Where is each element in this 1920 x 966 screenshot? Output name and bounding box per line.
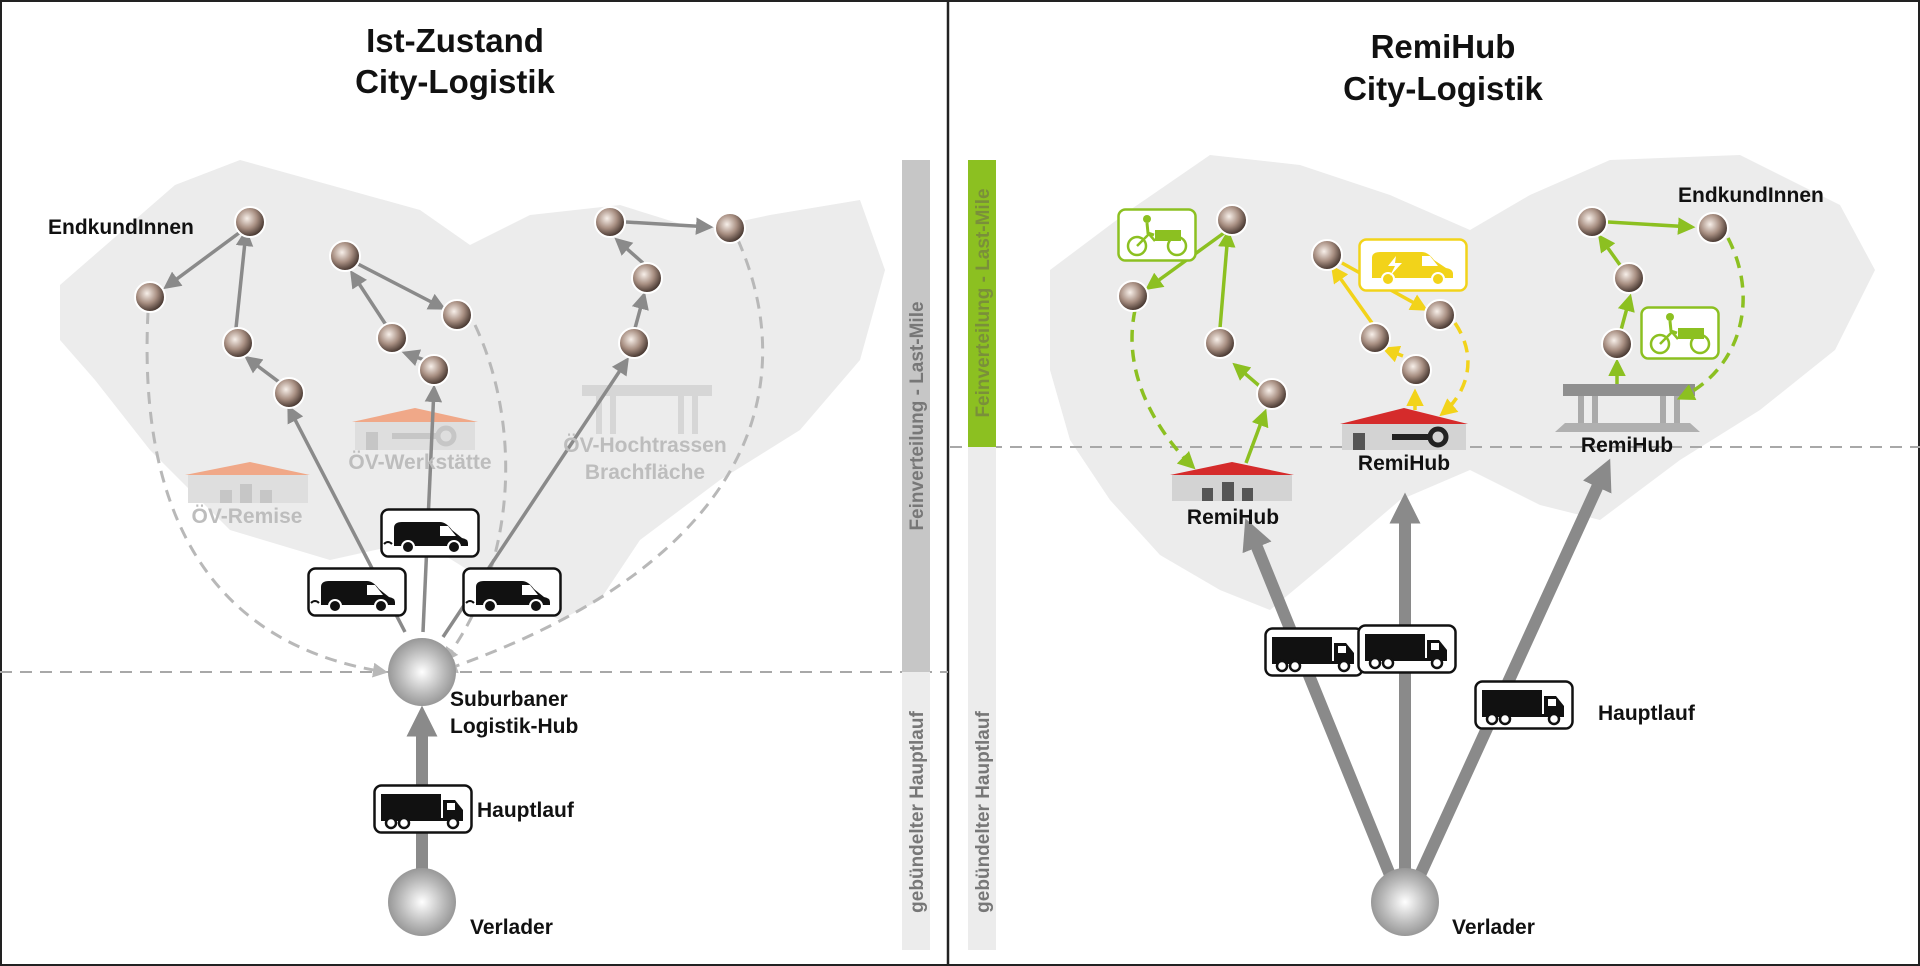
customer-node bbox=[1601, 328, 1633, 360]
main-run-bar-label-right: gebündelter Hauptlauf bbox=[973, 711, 994, 913]
last-mile-bar-label-left: Feinverteilung - Last-Mile bbox=[907, 301, 928, 530]
customer-node bbox=[1204, 327, 1236, 359]
main-run-bar-right bbox=[968, 447, 996, 950]
customer-node bbox=[441, 299, 473, 331]
oev-werkstatt-label: ÖV-Werkstätte bbox=[348, 451, 491, 474]
customer-node bbox=[1697, 212, 1729, 244]
remihub-label-right: RemiHub bbox=[1581, 434, 1673, 457]
customer-node bbox=[234, 206, 266, 238]
oev-hochtrasse-label-line1: ÖV-Hochtrassen bbox=[563, 434, 726, 457]
cargo-bike-routes-right bbox=[1597, 217, 1745, 400]
last-mile-bar-left bbox=[902, 160, 930, 672]
customer-node bbox=[1311, 239, 1343, 271]
customer-node bbox=[1256, 378, 1288, 410]
city-area-left bbox=[60, 160, 885, 620]
cargo-bike-icon bbox=[1117, 208, 1197, 262]
customer-node bbox=[1117, 280, 1149, 312]
remihub-label-middle: RemiHub bbox=[1358, 452, 1450, 475]
right-mainrun-label: Hauptlauf bbox=[1598, 702, 1696, 725]
suburban-hub-node bbox=[388, 638, 456, 706]
customer-node bbox=[714, 212, 746, 244]
customer-node bbox=[594, 206, 626, 238]
left-customers-label: EndkundInnen bbox=[48, 216, 194, 239]
left-title-line2: City-Logistik bbox=[355, 63, 555, 100]
left-shipper-label: Verlader bbox=[470, 916, 553, 939]
main-run-bar-label-left: gebündelter Hauptlauf bbox=[907, 711, 928, 913]
remihub-hochtrasse-structure bbox=[1555, 384, 1700, 432]
shipper-node-right bbox=[1371, 868, 1439, 936]
wrench-icon bbox=[1427, 426, 1449, 448]
oev-werkstatt-building bbox=[352, 408, 478, 450]
customer-node bbox=[631, 262, 663, 294]
right-title-line2: City-Logistik bbox=[1343, 70, 1543, 107]
customer-node bbox=[222, 327, 254, 359]
oev-remise-building bbox=[185, 462, 310, 503]
cargo-bike-icon bbox=[1640, 306, 1720, 360]
return-routes-left bbox=[145, 239, 765, 678]
electric-van-icon bbox=[1358, 238, 1468, 292]
left-title-line1: Ist-Zustand bbox=[366, 22, 544, 59]
truck-icon bbox=[1264, 627, 1364, 677]
remihub-label-left: RemiHub bbox=[1187, 506, 1279, 529]
customer-nodes-right bbox=[1117, 204, 1729, 410]
customer-node bbox=[1400, 354, 1432, 386]
remihub-building-left bbox=[1170, 462, 1294, 501]
oev-hochtrasse-structure bbox=[582, 385, 712, 434]
customer-nodes-left bbox=[134, 206, 746, 409]
delivery-van-icon bbox=[307, 567, 407, 617]
main-run-arrows-right bbox=[1242, 458, 1612, 878]
delivery-van-icon bbox=[380, 508, 480, 558]
suburban-hub-label-line2: Logistik-Hub bbox=[450, 715, 578, 738]
delivery-van-icon bbox=[462, 567, 562, 617]
customer-node bbox=[1424, 299, 1456, 331]
oev-hochtrasse-label-line2: Brachfläche bbox=[585, 461, 705, 484]
truck-icon bbox=[373, 784, 473, 834]
customer-node bbox=[329, 240, 361, 272]
customer-node bbox=[1216, 204, 1248, 236]
oev-remise-label: ÖV-Remise bbox=[192, 505, 303, 528]
shipper-node-left bbox=[388, 868, 456, 936]
right-title-line1: RemiHub bbox=[1371, 28, 1516, 65]
right-shipper-label: Verlader bbox=[1452, 916, 1535, 939]
customer-node bbox=[618, 327, 650, 359]
customer-node bbox=[418, 354, 450, 386]
customer-node bbox=[273, 377, 305, 409]
right-customers-label: EndkundInnen bbox=[1678, 184, 1824, 207]
suburban-hub-label-line1: Suburbaner bbox=[450, 688, 568, 711]
truck-icon bbox=[1357, 624, 1457, 674]
customer-node bbox=[1359, 322, 1391, 354]
truck-icon bbox=[1474, 680, 1574, 730]
last-mile-bar-label-right: Feinverteilung - Last-Mile bbox=[973, 188, 994, 417]
main-run-bar-left bbox=[902, 672, 930, 950]
customer-node bbox=[134, 281, 166, 313]
customer-node bbox=[1613, 262, 1645, 294]
left-mainrun-label: Hauptlauf bbox=[477, 799, 575, 822]
remihub-building-middle bbox=[1340, 408, 1468, 450]
last-mile-bar-right bbox=[968, 160, 996, 447]
customer-node bbox=[1576, 206, 1608, 238]
customer-node bbox=[376, 322, 408, 354]
